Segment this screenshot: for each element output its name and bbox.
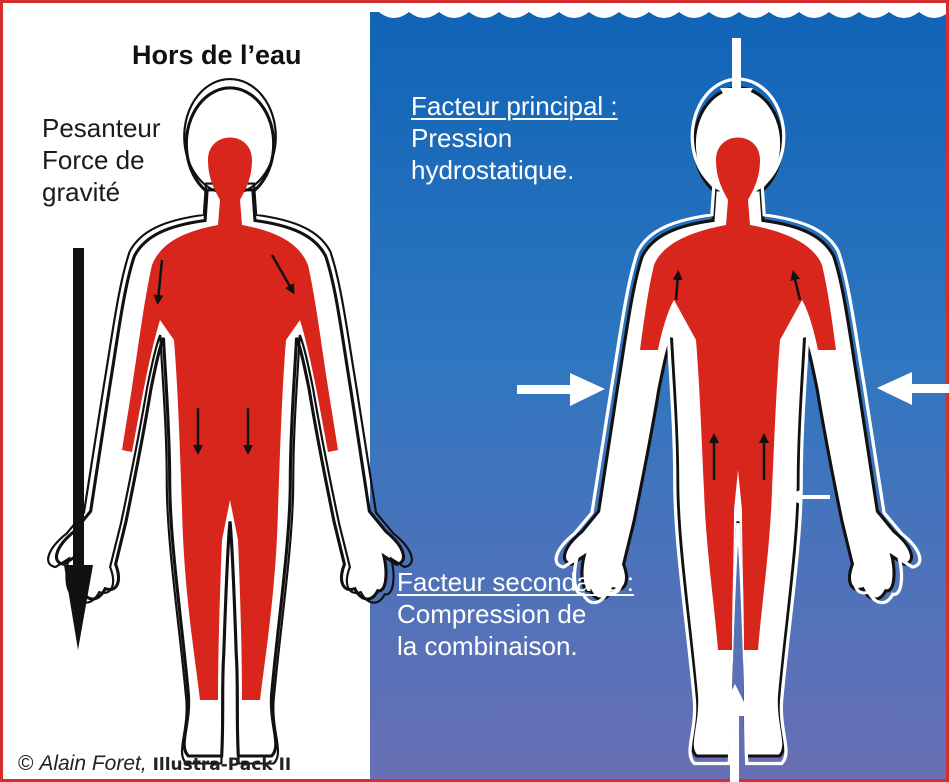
- gravity-label-line: Force de: [42, 144, 145, 176]
- gravity-label-line: gravité: [42, 176, 120, 208]
- panel-title: Hors de l’eau: [132, 40, 302, 71]
- copyright-credit: © Alain Foret, Illustra-Pack II: [18, 752, 291, 776]
- author-name: Alain Foret,: [39, 752, 146, 775]
- secondary-factor-line: la combinaison.: [397, 630, 578, 662]
- primary-factor-heading: Facteur principal :: [411, 90, 618, 122]
- primary-factor-line: hydrostatique.: [411, 154, 574, 186]
- copyright-symbol: ©: [18, 752, 33, 775]
- pack-name: Illustra-Pack II: [153, 755, 292, 775]
- primary-factor-line: Pression: [411, 122, 512, 154]
- gravity-label-line: Pesanteur: [42, 112, 161, 144]
- secondary-factor-heading: Facteur secondaire :: [397, 566, 634, 598]
- secondary-factor-line: Compression de: [397, 598, 586, 630]
